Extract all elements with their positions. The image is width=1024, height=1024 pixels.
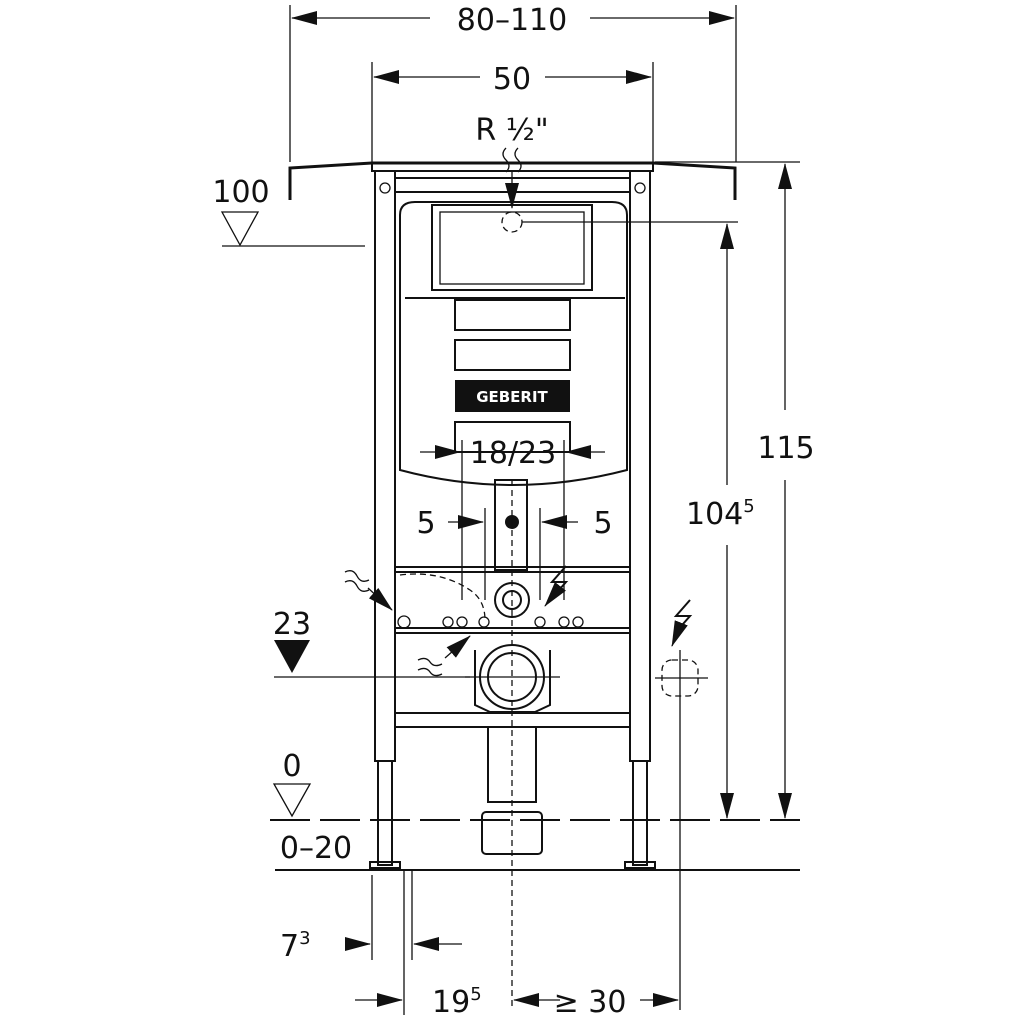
frame-width-label: 50 — [493, 62, 531, 97]
level-outlet: 23 — [273, 607, 470, 678]
floor-range-label: 0–20 — [280, 831, 352, 866]
axis-offset-label: 195 — [432, 984, 482, 1020]
geberit-logo-plate — [455, 380, 570, 412]
dimension-axis-offset: 195 ≥ 30 — [355, 870, 679, 1020]
floor-level-label: 0 — [282, 749, 301, 784]
water-connection-label: R ½" — [475, 113, 548, 148]
dimension-flush-spacing: 18/23 5 5 — [416, 436, 613, 600]
height-total-label: 115 — [757, 431, 814, 466]
dimension-leg-offset: 73 — [280, 870, 462, 964]
brand-logo: GEBERIT — [476, 388, 548, 406]
level-top: 100 — [212, 175, 365, 247]
offset-left-label: 5 — [416, 506, 435, 541]
leg-offset-label: 73 — [280, 928, 311, 964]
water-supply-icon — [344, 570, 393, 611]
dimension-overall-width: 80–110 — [289, 3, 737, 162]
top-level-label: 100 — [212, 175, 269, 210]
flush-spacing-label: 18/23 — [470, 436, 556, 471]
installation-frame — [288, 161, 737, 869]
level-floor: 0 0–20 — [270, 749, 800, 871]
dimension-height-total: 115 — [655, 161, 815, 819]
offset-right-label: 5 — [593, 506, 612, 541]
electric-icon — [544, 565, 569, 607]
overall-width-label: 80–110 — [457, 3, 567, 38]
water-connection: R ½" — [475, 113, 738, 233]
dimension-frame-width: 50 — [371, 62, 654, 162]
min-distance-label: ≥ 30 — [554, 985, 627, 1020]
outlet-height-label: 23 — [273, 607, 311, 642]
water-supply-icon — [417, 635, 471, 677]
height-inner-label: 1045 — [686, 496, 755, 532]
dimension-height-inner: 1045 — [686, 223, 755, 819]
electric-socket-icon — [655, 599, 708, 1010]
cistern: GEBERIT — [397, 201, 628, 1010]
